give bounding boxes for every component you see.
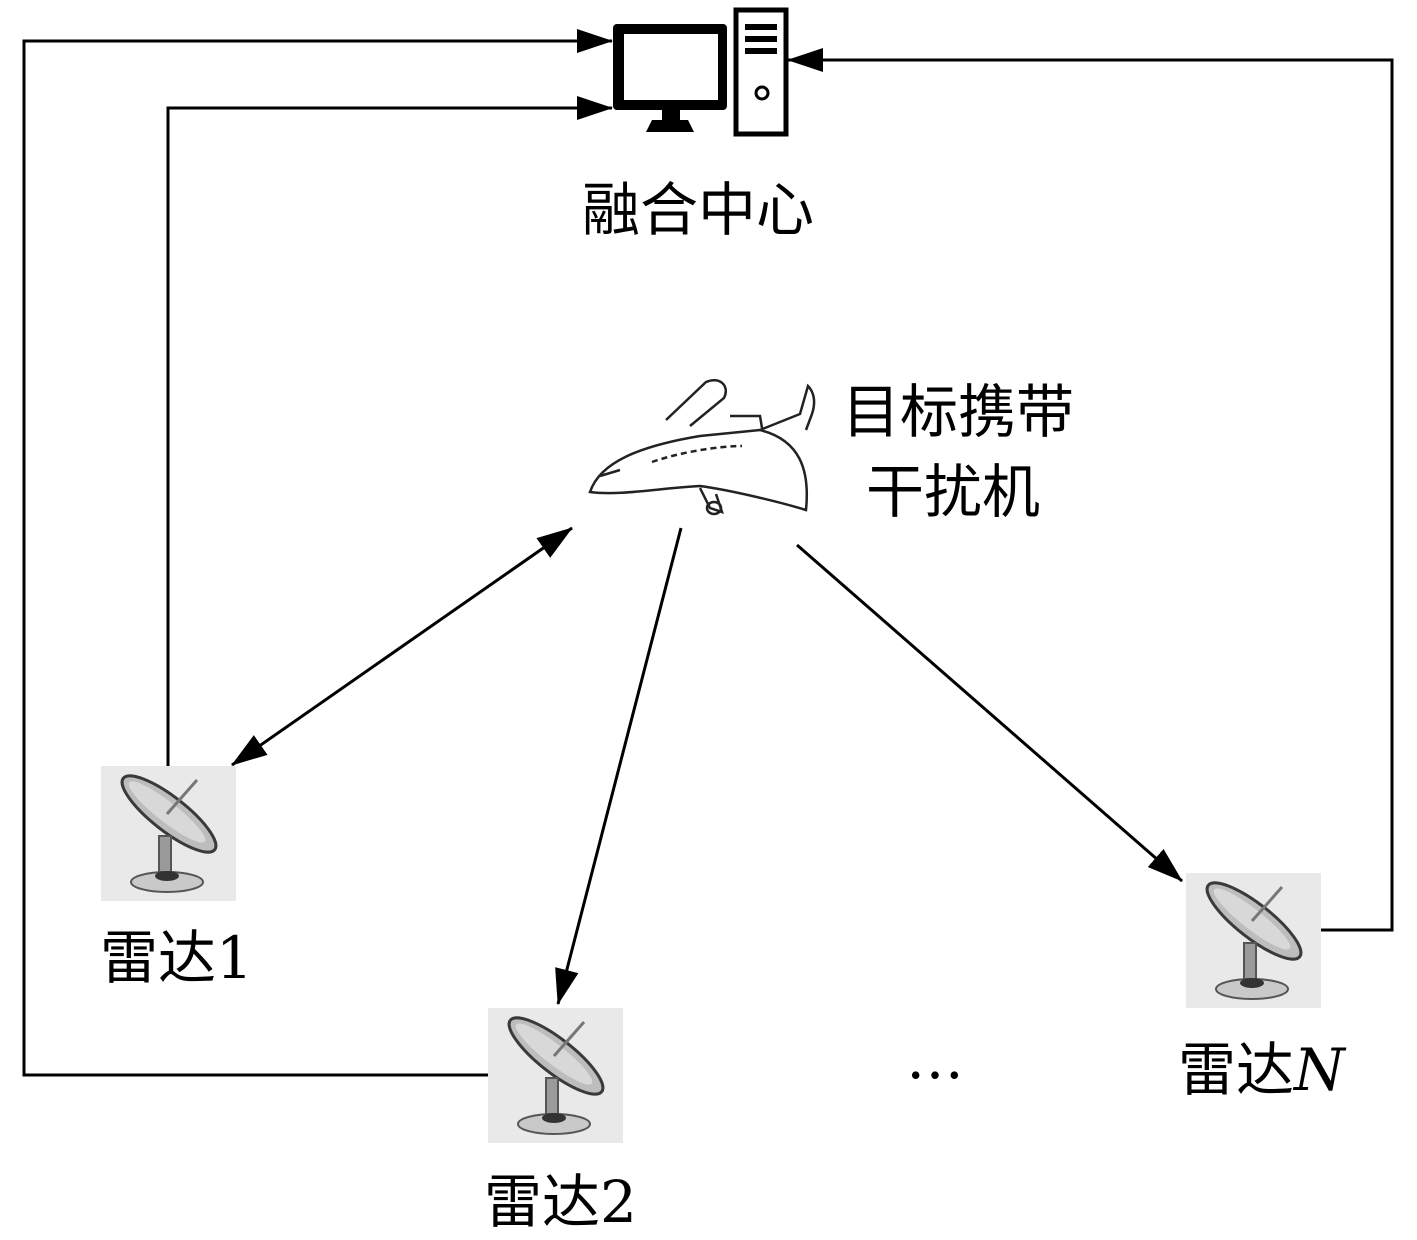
radarN-icon bbox=[1186, 873, 1321, 1008]
radar1-to-fusion-line bbox=[166, 96, 613, 768]
radar1-label: 雷达1 bbox=[100, 924, 253, 992]
radar2-label: 雷达2 bbox=[484, 1168, 637, 1236]
radar2-to-fusion-line bbox=[22, 29, 613, 1077]
ellipsis-label: … bbox=[906, 1024, 964, 1092]
computer-icon bbox=[613, 7, 789, 137]
fusion-center-label: 融合中心 bbox=[582, 176, 814, 244]
airplane-icon bbox=[588, 379, 816, 516]
target-radar2-line bbox=[555, 527, 683, 1005]
radar1-icon bbox=[101, 766, 236, 901]
radarN-to-fusion-line bbox=[787, 48, 1394, 932]
radarN-label-suffix: N bbox=[1292, 1036, 1347, 1104]
target-label-line1: 目标携带 bbox=[842, 378, 1074, 446]
radarN-label: 雷达N bbox=[1178, 1036, 1347, 1104]
target-radarN-line bbox=[796, 543, 1183, 883]
target-label-line2: 干扰机 bbox=[866, 458, 1040, 526]
radarN-label-prefix: 雷达 bbox=[1178, 1036, 1294, 1104]
radar2-icon bbox=[488, 1008, 623, 1143]
target-radar1-line bbox=[231, 526, 573, 767]
